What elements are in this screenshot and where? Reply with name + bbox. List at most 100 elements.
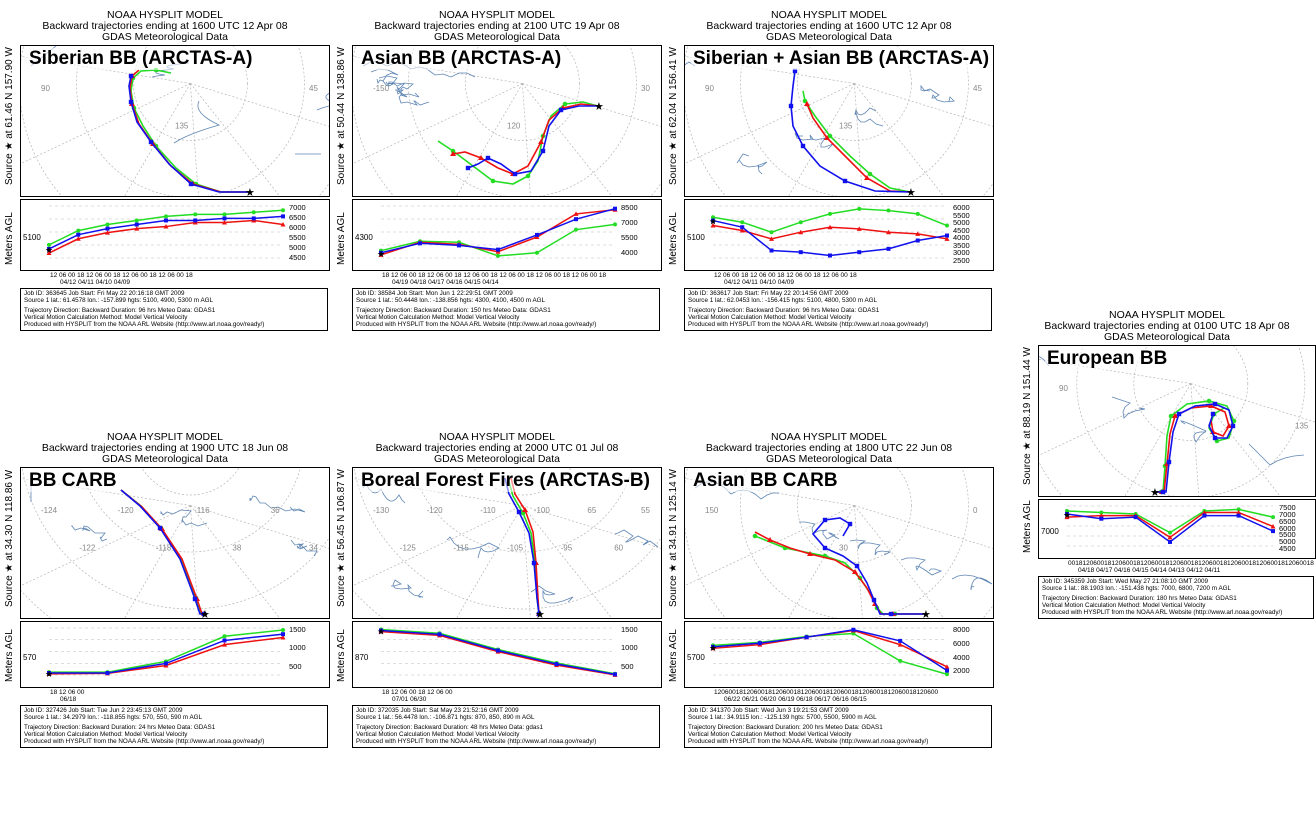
profile-marker-red [280,222,286,227]
profile-marker-blue [1099,516,1104,521]
trajectory-blue [504,477,540,615]
grid-line [522,83,661,127]
profile-marker-red [897,642,903,647]
trajectory-marker-red [852,569,858,574]
profile-xaxis-dates: 06/18 [60,696,77,703]
grid-line [522,505,613,618]
profile-marker-blue [898,638,903,643]
trajectory-marker-red [450,151,456,156]
grid-line [21,83,191,164]
footer-line: Job ID: 38584 Job Start: Mon Jun 1 22:29… [356,290,513,297]
profile-marker-red [163,224,169,229]
profile-marker-blue [851,627,856,632]
profile-svg: ★ [377,627,618,677]
footer-line: Trajectory Direction: Backward Duration:… [1042,595,1237,602]
header-line-3: GDAS Meteorological Data [101,31,229,43]
ytick-label: 1000 [289,643,306,653]
profile-xaxis-dates: 04/12 04/11 04/10 04/09 [60,279,130,286]
grid-label: -124 [41,506,58,515]
header-line-3: GDAS Meteorological Data [433,31,561,43]
profile-marker-green [898,658,903,663]
profile-marker-red [769,236,774,241]
panel-title: Asian BB CARB [691,470,840,492]
profile-ylabel: Meters AGL [668,212,679,265]
ytick-label: 1500 [289,625,306,634]
profile-marker-blue [164,218,168,223]
profile-marker-green [222,634,227,639]
ytick-label: 4500 [953,225,970,235]
profile-marker-green [711,215,715,220]
profile-start-star-icon: ★ [377,627,385,637]
profile-marker-red [75,236,81,241]
profile-marker-blue [804,635,809,640]
header-line-3: GDAS Meteorological Data [433,453,561,465]
header-line-2: Backward trajectories ending at 2000 UTC… [375,442,619,454]
trajectory-marker-blue [1212,401,1218,407]
trajectory-marker-blue [516,509,522,515]
trajectory-marker-blue [485,155,491,161]
grid-label: 65 [587,506,596,515]
coastline [736,153,768,175]
trajectory-marker-blue [1166,459,1172,465]
grid-line [190,83,199,196]
trajectory-marker-blue [512,171,518,177]
footer-line: Job ID: 341370 Job Start: Wed Jun 3 19:2… [688,707,849,714]
trajectory-green [130,69,249,193]
profile-start-star-icon: ★ [45,669,53,679]
trajectory-marker-green [827,133,833,139]
profile-marker-green [945,672,949,677]
header-line-2: Backward trajectories ending at 2100 UTC… [374,20,620,32]
footer-line: Vertical Motion Calculation Method: Mode… [24,731,188,738]
grid-line [190,505,281,618]
coastline [530,585,574,604]
profile-marker-green [886,208,891,213]
profile-marker-green [76,228,81,233]
profile-marker-blue [798,250,803,255]
ytick-label: 6000 [289,223,306,232]
source-star-icon: ★ [594,101,604,113]
ytick-label: 5500 [289,233,306,242]
coastline [391,579,424,598]
profile-marker-green [798,220,803,225]
profile-marker-blue [496,648,500,653]
coastline [249,495,306,513]
trajectory-marker-blue [536,611,542,617]
header-line-1: NOAA HYSPLIT MODEL [439,9,555,21]
profile-ylabel: Meters AGL [1022,500,1033,553]
ytick-label: 4000 [953,652,970,662]
grid-label: -116 [194,506,210,515]
profile-marker-blue [1202,513,1207,518]
footer-line: Vertical Motion Calculation Method: Mode… [356,731,520,738]
trajectory-marker-blue [1210,411,1216,417]
header-line-1: NOAA HYSPLIT MODEL [1109,309,1225,321]
profile-marker-green [1271,515,1275,520]
grid-label: 55 [641,506,650,515]
trajectory-marker-blue [188,181,194,187]
profile-marker-red [1064,514,1070,520]
grid-label: 0 [973,506,978,515]
profile-svg: ★ [1063,505,1276,547]
ytick-label: 4000 [621,248,638,257]
ytick-label: 8500 [621,203,638,212]
profile-marker-red [944,664,950,669]
grid-line [190,83,329,127]
profile-marker-blue [47,246,51,251]
trajectory-marker-blue [157,525,163,531]
grid-label: 90 [41,84,50,93]
ytick-label: 3500 [953,240,970,250]
profile-xaxis-hours: 18 12 06 00 18 12 06 00 [382,689,453,696]
profile-marker-blue [915,238,920,243]
grid-label: -125 [400,544,417,553]
source-location-label: Source ★ at 34.91 N 125.14 W [668,469,679,607]
grid-line [522,505,661,549]
profile-ylabel: Meters AGL [336,212,347,265]
